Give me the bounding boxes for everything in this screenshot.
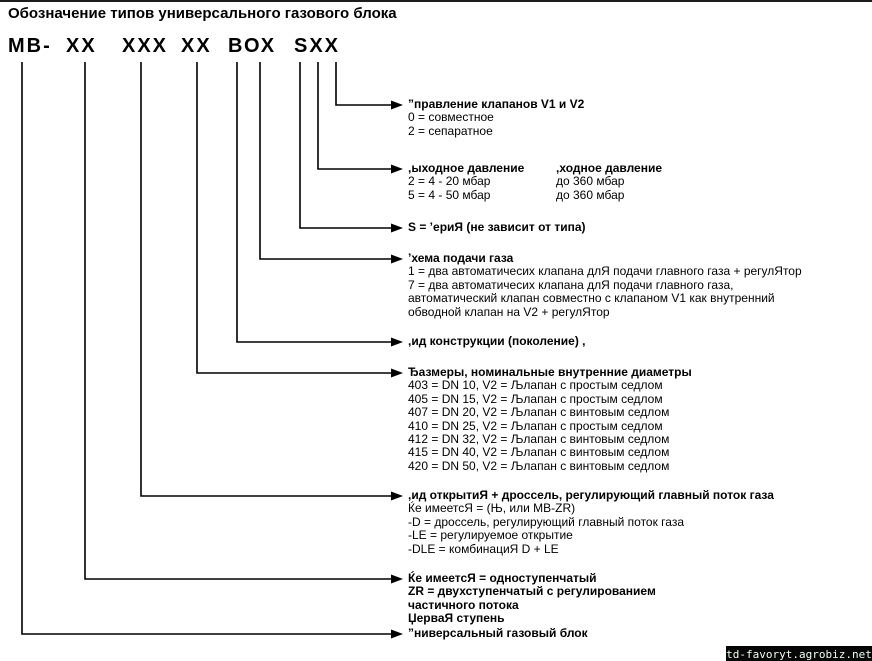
legend-line: 412 = DN 32, V2 = Љлапан с винтовым седл… [408,432,670,447]
legend-line: ZR = двухступенчатый с регулированием [408,584,656,599]
legend-line: 420 = DN 50, V2 = Љлапан с винтовым седл… [408,458,670,473]
legend-line: 403 = DN 10, V2 = Љлапан с простым седло… [408,378,663,393]
legend-line: 5 = 4 - 50 мбар до 360 мбар [408,187,662,202]
legend-header: ,ид конструкции (поколение) , [408,334,586,348]
pressure-value: 2 = 4 - 20 мбар [408,174,491,189]
legend-generation: ,ид конструкции (поколение) , [408,334,586,348]
pressure-range: до 360 мбар [556,174,625,189]
pressure-range: до 360 мбар [556,187,625,202]
legend-header-row: ,ыходное давление ,ходное давление [408,161,663,175]
legend-line: 415 = DN 40, V2 = Љлапан с винтовым седл… [408,445,670,460]
type-code: МВ- ХХ ХХХ ХХ ВОХ SХХ [0,35,872,61]
legend-line: 7 = два автоматичесих клапана длЯ подачи… [408,277,734,292]
legend-sizes: Ђазмеры, номинальные внутренние диаметры… [408,365,692,473]
legend-valve-control: ”правление клапанов V1 и V2 0 = совместн… [408,97,585,138]
legend-gas-scheme: ’хема подачи газа 1 = два автоматичесих … [408,251,802,319]
pressure-value: 5 = 4 - 50 мбар [408,187,491,202]
legend-header: ,ыходное давление [408,161,525,175]
legend-line: Ќе имеетсЯ = одноступенчатый [408,571,597,585]
legend-line: 405 = DN 15, V2 = Љлапан с простым седло… [408,391,663,406]
legend-header: ”правление клапанов V1 и V2 [408,97,585,111]
legend-header: ,ид открытиЯ + дроссель, регулирующий гл… [408,488,774,502]
page-title: Обозначение типов универсального газовог… [8,5,397,22]
legend-outlet-pressure: ,ыходное давление ,ходное давление 2 = 4 … [408,161,663,202]
legend-line: обводной клапан на V2 + регулЯтор [408,304,610,319]
legend-universal-block: ”ниверсальный газовый блок [408,626,588,640]
code-segment-xxx: ХХХ [122,35,169,57]
code-segment-box: ВОХ [228,35,277,57]
legend-line: -D = дроссель, регулирующий главный пото… [408,514,685,529]
watermark: td-favoryt.agrobiz.net [726,646,872,661]
legend-line: 0 = совместное [408,110,494,125]
code-segment-xx2: ХХ [181,35,212,57]
legend-line: ЏерваЯ ступень [408,611,505,626]
legend-line: автоматический клапан совместно с клапан… [408,291,775,306]
code-segment-sxx: SХХ [294,35,341,57]
legend-header: Ђазмеры, номинальные внутренние диаметры [408,365,692,379]
legend-header: ’хема подачи газа [408,251,514,265]
legend-header: ”ниверсальный газовый блок [408,626,588,640]
legend-header: ,ходное давление [556,161,663,175]
legend-line: -LE = регулируемое открытие [408,528,573,543]
legend-header: S = ’ериЯ (не зависит от типа) [408,220,586,234]
code-segment-mb: МВ- [8,35,52,57]
legend-line: частичного потока [408,597,519,612]
legend-line: 2 = сепаратное [408,123,493,138]
legend-opening-type: ,ид открытиЯ + дроссель, регулирующий гл… [408,488,774,556]
legend-line: 1 = два автоматичесих клапана длЯ подачи… [408,264,802,279]
code-segment-xx1: ХХ [66,35,97,57]
legend-line: -DLE = комбинациЯ D + LE [408,541,559,556]
legend-series: S = ’ериЯ (не зависит от типа) [408,220,586,234]
legend-stages: Ќе имеетсЯ = одноступенчатый ZR = двухст… [408,571,656,626]
legend-line: Ќе имеетсЯ = (Њ, или MB-ZR) [408,501,576,516]
legend-line: 410 = DN 25, V2 = Љлапан с простым седло… [408,418,663,433]
legend-line: 407 = DN 20, V2 = Љлапан с винтовым седл… [408,405,670,420]
legend-line: 2 = 4 - 20 мбар до 360 мбар [408,174,662,189]
